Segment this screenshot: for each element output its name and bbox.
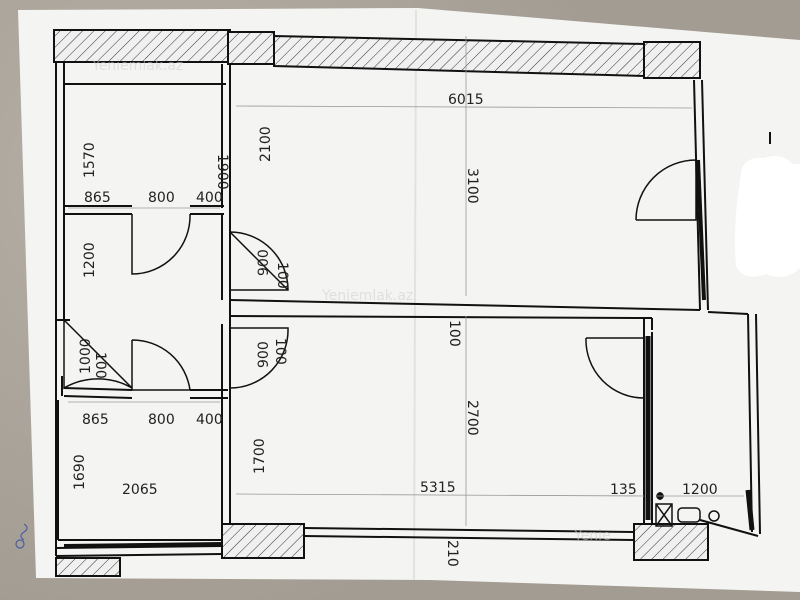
balcony-fixture — [655, 503, 673, 527]
dim-lower-room-h: 2700 — [464, 400, 480, 436]
dim-bottom-a: 2065 — [122, 482, 158, 498]
top-wall-long-hatch — [273, 34, 645, 78]
dim-bot-row-b: 800 — [148, 412, 175, 428]
dim-left-mid-h: 1200 — [82, 242, 98, 278]
dim-door-w-1: 900 — [256, 249, 272, 276]
dim-bottom-total: 5315 — [420, 480, 456, 496]
door-arc-toilet-1 — [131, 213, 191, 275]
dim-balcony-w: 1200 — [682, 482, 718, 498]
hatched-walls — [53, 29, 709, 577]
watermark-bottom: Yenie — [573, 528, 611, 544]
dim-door-t-1: 100 — [274, 262, 290, 289]
dim-left-low-h: 1000 — [78, 338, 94, 374]
wall-lines — [55, 62, 761, 557]
door-arc-lower-room — [585, 337, 645, 399]
dim-left-top-h: 1570 — [82, 142, 98, 178]
dimension-labels: 6015 1570 1900 2100 3100 865 800 400 120… — [72, 92, 718, 567]
door-arc-bedroom — [635, 159, 697, 221]
redaction-blob — [734, 156, 800, 277]
dim-hall-lower-h: 1700 — [252, 438, 268, 474]
dim-hall-upper-h: 2100 — [258, 126, 274, 162]
door-arc-bath-left — [63, 318, 133, 390]
dim-left-bottom-h: 1690 — [72, 454, 88, 490]
watermark-top: Yeniemlak.az — [91, 58, 183, 74]
top-column-right — [643, 41, 701, 79]
door-arc-hall-2 — [229, 327, 289, 389]
bottom-column-left — [221, 523, 305, 559]
bottom-left-wall-hatch — [55, 557, 121, 577]
dim-bot-row-c: 400 — [196, 412, 223, 428]
dim-left-low-t: 100 — [92, 352, 108, 379]
dim-wall-mid: 100 — [446, 320, 462, 347]
dim-big-room-h: 3100 — [464, 168, 480, 204]
windows — [63, 159, 755, 548]
dim-top-row-c: 400 — [196, 190, 223, 206]
dim-door-w-2: 900 — [256, 341, 272, 368]
doors — [63, 159, 720, 527]
dim-top-width: 6015 — [448, 92, 484, 108]
watermark-center: Yeniemlak.az — [321, 288, 413, 304]
dim-door-t-2: 100 — [272, 338, 288, 365]
dim-bot-row-a: 865 — [82, 412, 109, 428]
bottom-column-right — [633, 523, 709, 561]
dim-top-row-b: 800 — [148, 190, 175, 206]
top-wall-left-hatch — [53, 29, 231, 63]
dim-left-top-h2: 1900 — [214, 154, 230, 190]
pen-scribble — [15, 523, 28, 549]
dim-top-row-a: 865 — [84, 190, 111, 206]
dim-bottom-b: 135 — [610, 482, 637, 498]
top-column-left — [227, 31, 275, 65]
dimension-lines — [68, 36, 744, 526]
door-arc-toilet-2 — [131, 339, 191, 391]
dim-bottom-wall: 210 — [444, 540, 460, 567]
door-arc-hall-1 — [229, 231, 289, 291]
